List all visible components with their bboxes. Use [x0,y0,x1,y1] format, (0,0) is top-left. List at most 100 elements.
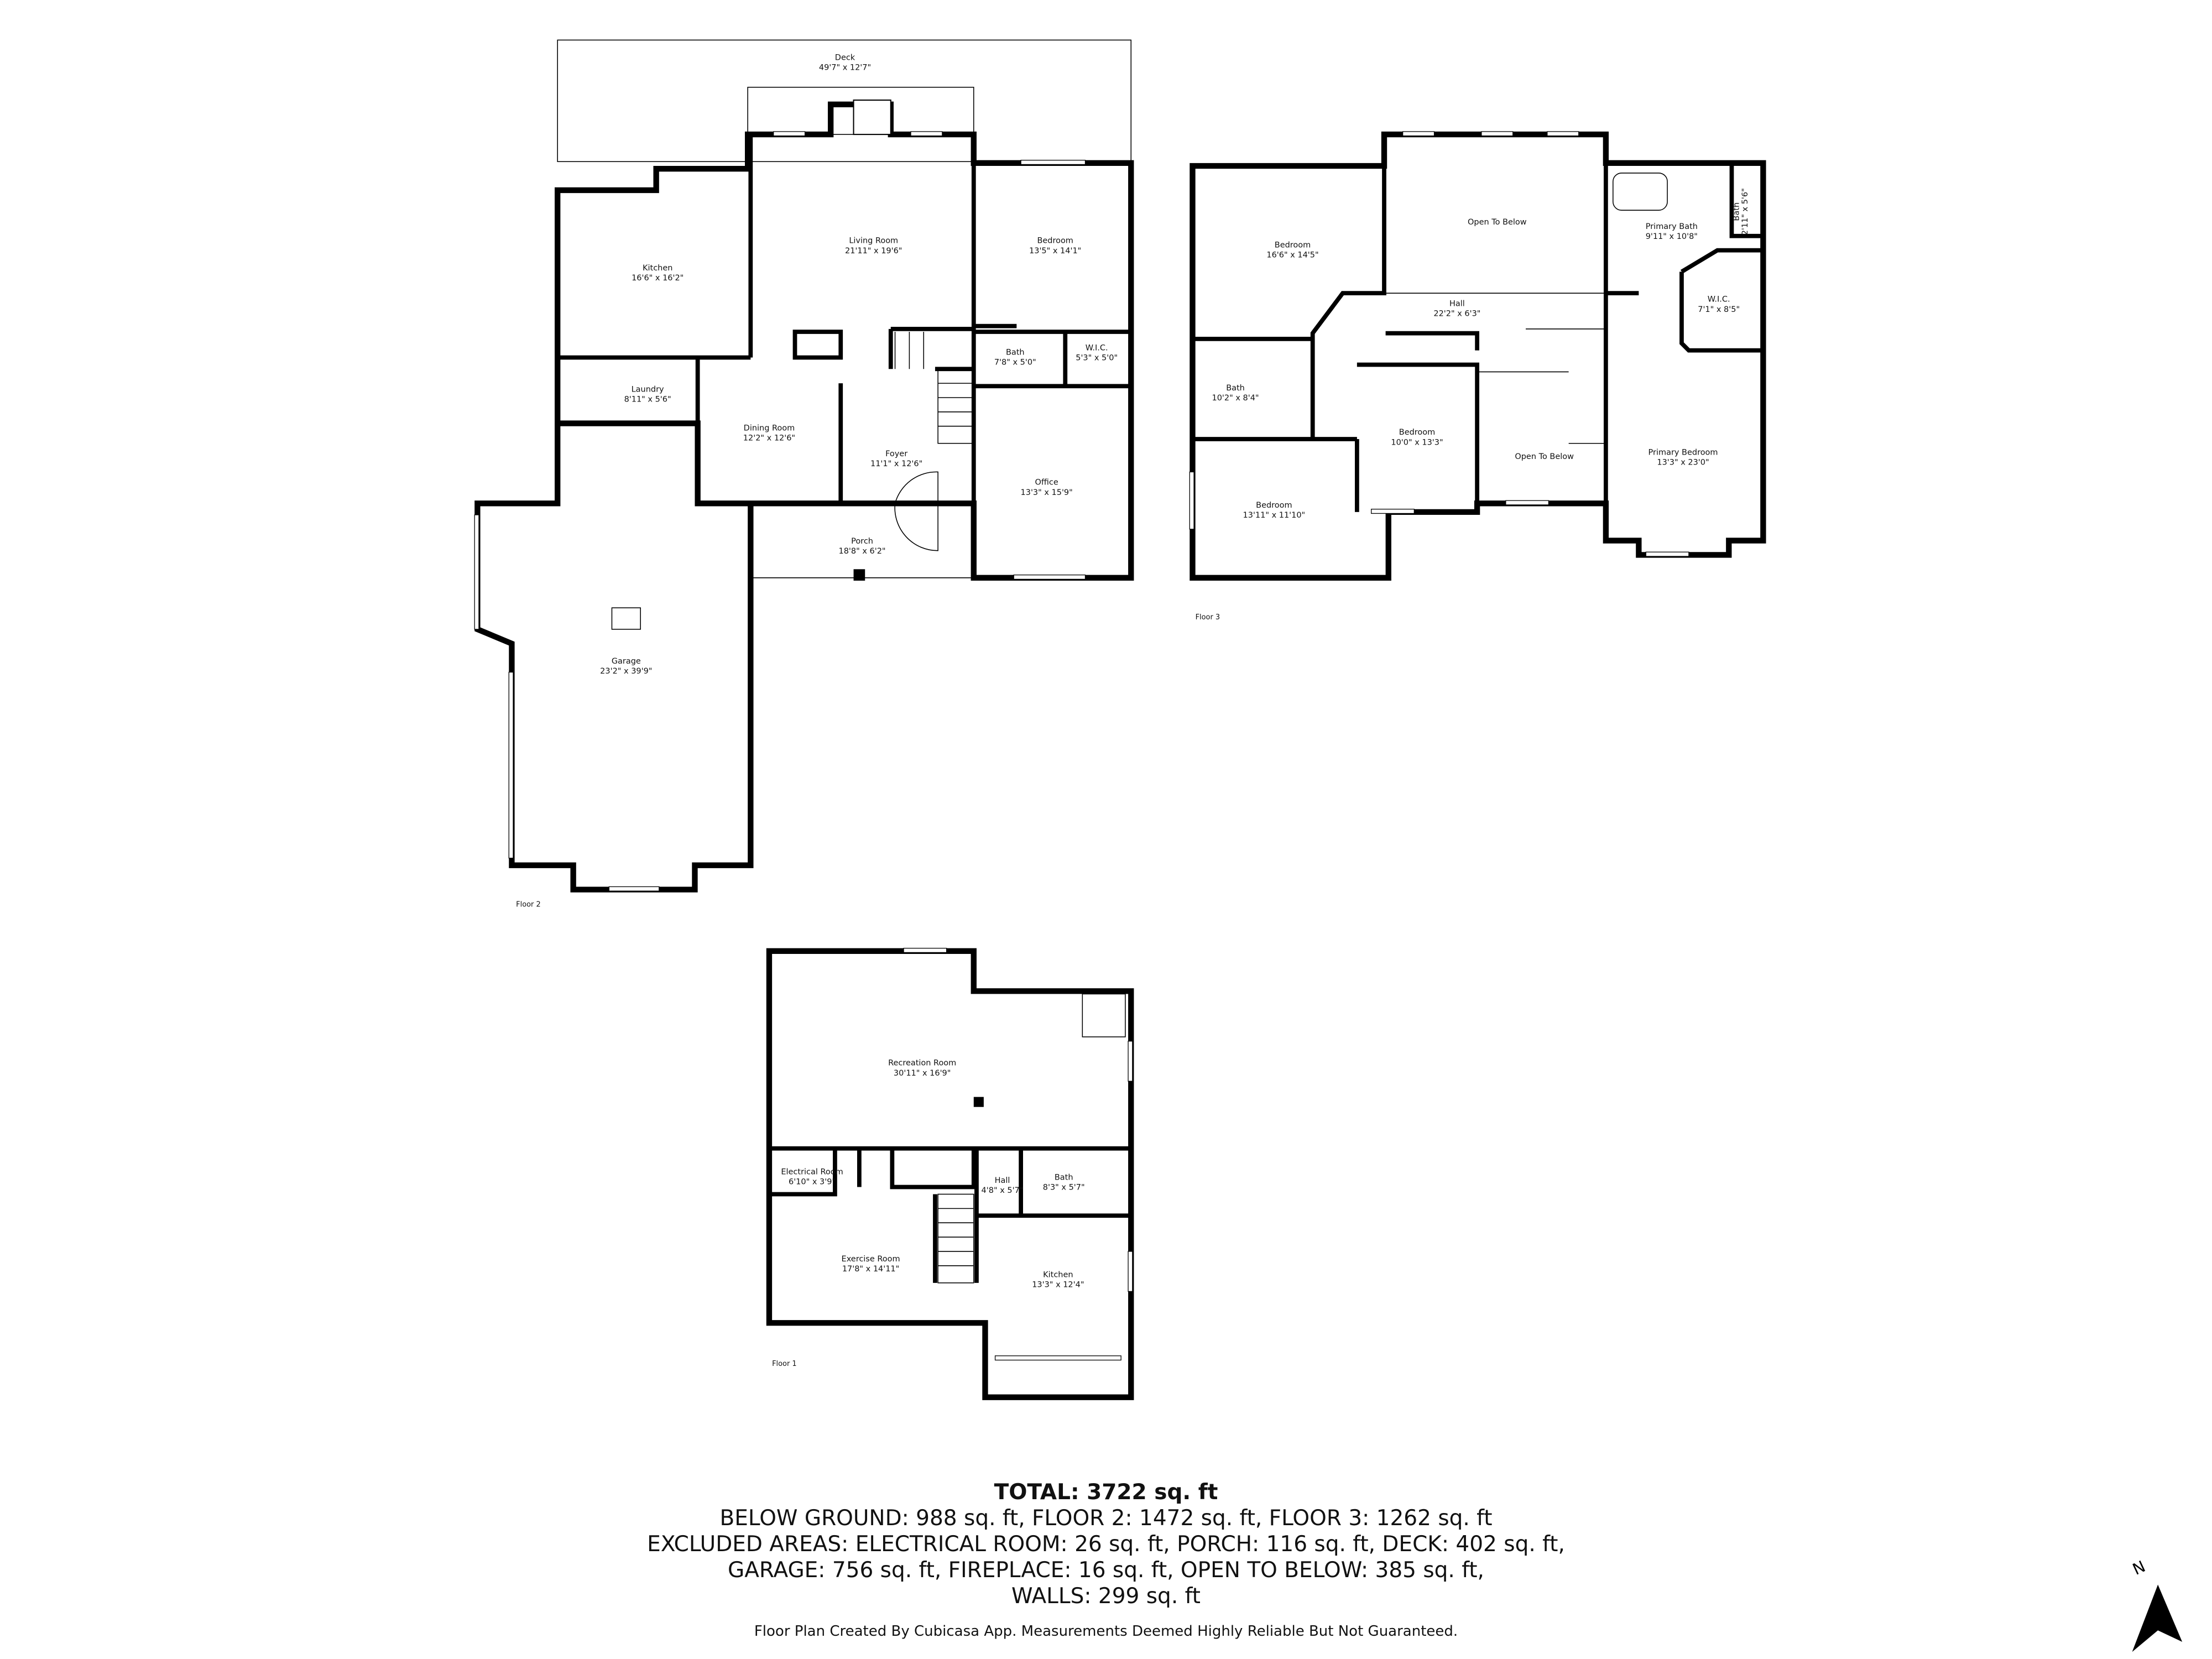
room-dims: 4'8" x 5'7" [982,1186,1024,1195]
fireplace-icon [1082,993,1126,1037]
window [1547,131,1579,137]
room-label: Bath [1732,202,1741,221]
room-dims: 13'3" x 15'9" [1021,488,1073,497]
room-dims: 8'11" x 5'6" [624,395,671,404]
window [773,131,806,137]
garage-wall [474,423,754,893]
hall-railing [1385,293,1606,444]
area-summary: TOTAL: 3722 sq. ft BELOW GROUND: 988 sq.… [0,1479,2212,1609]
front-door[interactable] [894,471,938,551]
floor-label: Floor 2 [516,901,540,909]
column [973,1097,984,1107]
window [1128,1251,1133,1292]
room-label: Bedroom [1399,428,1435,437]
room-label: Primary Bath [1646,222,1698,231]
floor-2-interior-walls [557,134,1131,578]
room-dims: 5'3" x 5'0" [1076,354,1118,363]
room-label: Kitchen [1043,1270,1073,1279]
floor-2-plan: Deck 49'7" x 12'7" Living Room 21'11" x … [474,39,1134,909]
room-dims: 49'7" x 12'7" [819,64,871,72]
stairs [937,1193,974,1284]
floor-label: Floor 3 [1196,613,1220,622]
window [1645,551,1689,557]
room-label: Bath [1006,348,1025,357]
porch-outline [750,503,974,578]
room-label: Electrical Room [781,1167,843,1176]
footer-disclaimer: Floor Plan Created By Cubicasa App. Meas… [754,1623,1458,1640]
room-dims: 10'2" x 8'4" [1212,394,1259,403]
room-dims: 7'1" x 8'5" [1698,305,1740,314]
window [1128,1041,1133,1082]
room-label: Living Room [849,237,898,246]
room-dims: 12'2" x 12'6" [743,434,795,443]
room-dims: 8'3" x 5'7" [1043,1183,1085,1192]
room-dims: 22'2" x 6'3" [1433,310,1480,319]
room-label: Bedroom [1275,241,1311,249]
room-dims: 30'11" x 16'9" [894,1069,951,1078]
room-dims: 10'0" x 13'3" [1391,438,1443,447]
fireplace-icon [853,100,891,135]
window [1371,509,1415,514]
room-label: Foyer [885,450,907,458]
room-dims: 13'3" x 12'4" [1032,1281,1084,1290]
window [608,886,660,891]
summary-line: EXCLUDED AREAS: ELECTRICAL ROOM: 26 sq. … [647,1532,1565,1557]
column [853,569,865,581]
garage-fixture [611,607,641,630]
room-dims: 13'11" x 11'10" [1243,511,1306,520]
room-dims: 18'8" x 6'2" [839,547,886,556]
room-label: Bath [1226,384,1245,393]
room-label: Bedroom [1256,501,1292,510]
floor-1-exterior-wall [766,948,1134,1400]
window [1402,131,1435,137]
room-dims: 21'11" x 19'6" [845,247,902,255]
bathtub-icon [1613,173,1668,211]
room-label: Bedroom [1037,237,1073,246]
room-label: Laundry [632,385,664,394]
room-dims: 6'10" x 3'9" [789,1177,836,1186]
room-label: W.I.C. [1708,295,1730,304]
room-dims: 16'6" x 14'5" [1266,251,1318,260]
room-label: Deck [835,54,855,62]
room-dims: 16'6" x 16'2" [632,274,684,283]
room-dims: 13'3" x 23'0" [1657,458,1709,467]
window [1505,500,1550,505]
summary-line: GARAGE: 756 sq. ft, FIREPLACE: 16 sq. ft… [728,1558,1484,1583]
window [1020,160,1086,165]
floor-1-interior-walls [769,1146,1131,1283]
room-label: Open To Below [1515,452,1574,461]
room-dims: 9'11" x 10'8" [1646,232,1698,241]
window [508,671,514,859]
floor-1-plan: Recreation Room 30'11" x 16'9" Electrica… [766,948,1134,1400]
sliding-door [994,1355,1121,1361]
room-dims: 11'1" x 12'6" [870,460,922,468]
room-dims: 23'2" x 39'9" [600,667,652,676]
floor-2-exterior-wall [555,101,1134,581]
room-label: Porch [851,537,873,546]
floor-label: Floor 1 [772,1360,796,1368]
room-label: Recreation Room [888,1059,956,1068]
floor-3-plan: Bedroom 16'6" x 14'5" Open To Below Prim… [1189,131,1766,622]
window [1013,575,1086,580]
room-label: Office [1035,478,1058,487]
room-label: Open To Below [1468,218,1527,227]
room-dims: 2'11" x 5'6" [1741,188,1750,235]
room-dims: 13'5" x 14'1" [1029,247,1081,255]
room-dims: 17'8" x 14'11" [842,1265,899,1274]
window [1189,471,1194,530]
deck-outline [557,39,1132,163]
window [1481,131,1514,137]
room-label: Primary Bedroom [1648,448,1718,457]
window [903,948,947,953]
room-label: Dining Room [744,424,795,432]
window [910,131,943,137]
summary-line: BELOW GROUND: 988 sq. ft, FLOOR 2: 1472 … [719,1506,1493,1531]
room-label: Garage [612,657,641,666]
room-label: Kitchen [643,264,672,273]
stairs [894,332,974,444]
room-label: Bath [1055,1173,1073,1182]
room-dims: 7'8" x 5'0" [994,358,1036,367]
room-label: W.I.C. [1086,344,1108,353]
room-label: Exercise Room [842,1255,900,1264]
